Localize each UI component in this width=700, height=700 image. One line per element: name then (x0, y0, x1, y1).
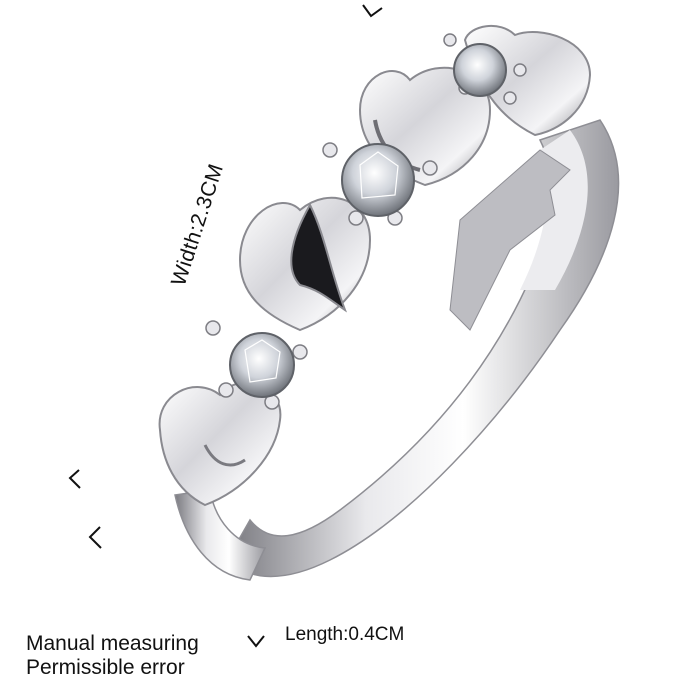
ring-band (174, 119, 620, 581)
low-bracket (88, 526, 102, 549)
gem-1 (205, 320, 308, 410)
gem-3 (443, 33, 527, 105)
length-chevron (247, 635, 265, 648)
heart-2 (238, 196, 372, 332)
heart-1 (158, 381, 282, 507)
measurement-note: Manual measuring Permissible error (26, 632, 199, 680)
length-label: Length:0.4CM (285, 624, 405, 645)
gem-2 (322, 142, 438, 226)
mid-bracket (68, 469, 81, 489)
note-line-2: Permissible error (26, 656, 185, 679)
top-bracket (362, 4, 383, 18)
dimension-brackets (68, 4, 383, 648)
note-line-1: Manual measuring (26, 632, 199, 655)
